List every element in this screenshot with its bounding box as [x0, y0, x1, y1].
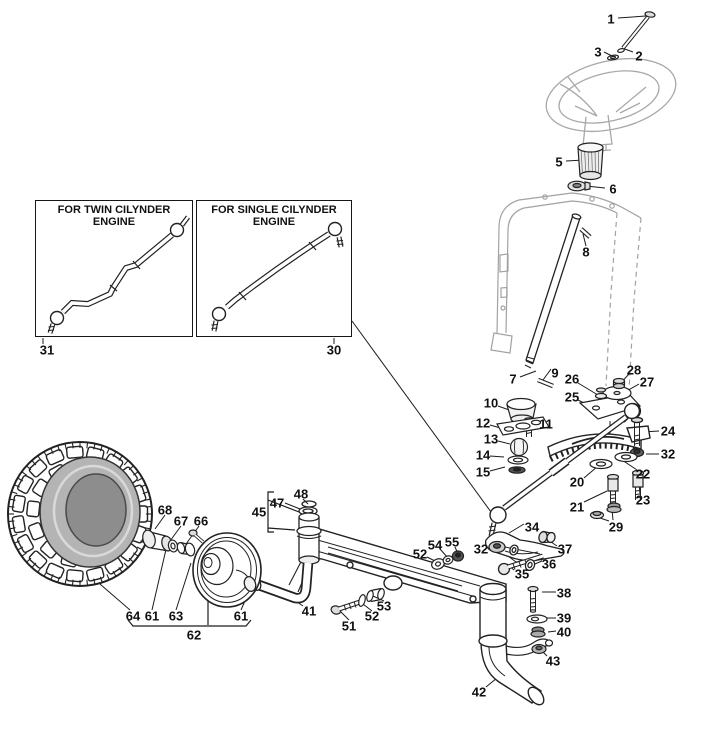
- leader-lines: [42, 15, 660, 688]
- pivot-fasteners: [589, 451, 645, 520]
- single-cylinder-rod-art: [211, 221, 344, 332]
- brace-62: [127, 601, 252, 627]
- bracket-45: [267, 491, 300, 533]
- drag-link-bracket: [484, 530, 565, 576]
- inset-twin-cylinder-title: FOR TWIN CILYNDER ENGINE: [57, 204, 171, 228]
- column-bushing-stack: [496, 397, 550, 474]
- hub-bushings: [142, 529, 205, 557]
- steering-wheel-bolt: [606, 11, 656, 61]
- inset-single-cylinder-box: FOR SINGLE CILYNDER ENGINE: [196, 200, 352, 337]
- spindle-assembly: [250, 500, 322, 604]
- steering-wheel: [545, 58, 677, 153]
- stub-axle-bolt: [330, 587, 385, 615]
- sector-gear: [547, 402, 651, 462]
- steering-column-bushing: [567, 142, 604, 192]
- tire: [7, 441, 153, 587]
- pivot-link-fasteners: [505, 585, 554, 656]
- inset-single-cylinder-title: FOR SINGLE CILYNDER ENGINE: [211, 204, 337, 228]
- steering-shaft: [524, 213, 592, 389]
- dashboard-frame: [490, 192, 642, 391]
- pivot-tube: [478, 582, 545, 706]
- tie-rod: [488, 402, 641, 537]
- axle-beam: [288, 527, 507, 604]
- twin-cylinder-rod-art: [47, 215, 190, 334]
- mount-plates: [578, 377, 642, 420]
- wheel-rim: [192, 532, 262, 608]
- centre-washers: [431, 550, 465, 570]
- inset-twin-cylinder-box: FOR TWIN CILYNDER ENGINE: [35, 200, 193, 337]
